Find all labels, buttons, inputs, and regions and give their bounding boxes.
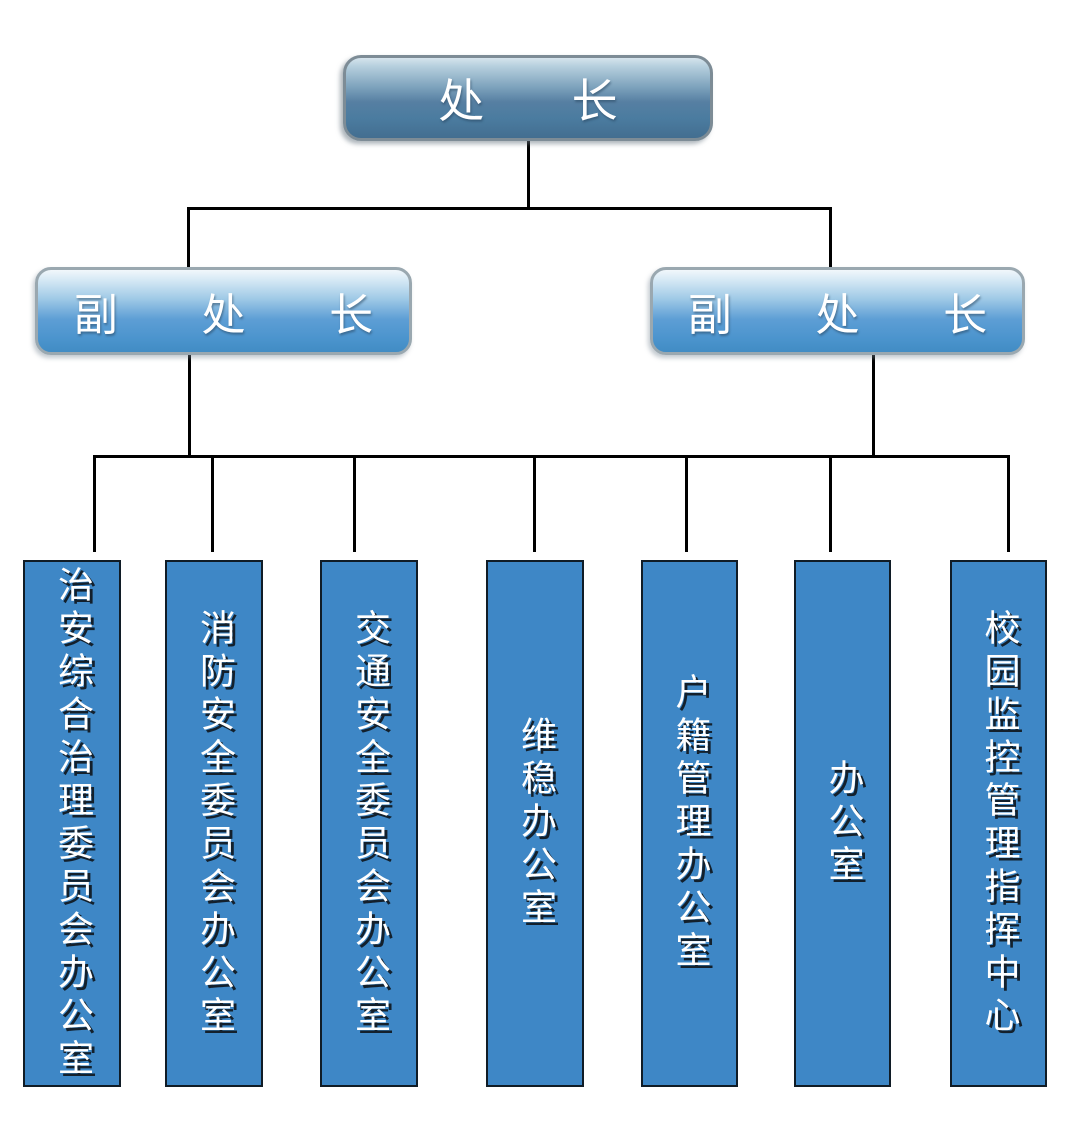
deputy-director-label: 副 处 长 [73, 290, 393, 341]
org-node-fire-safety-committee-office: 消防安全委员会办公室 [165, 560, 263, 1087]
org-node-general-office: 办公室 [794, 560, 891, 1087]
connector-line [829, 455, 832, 552]
connector-line [527, 141, 530, 207]
connector-line [872, 355, 875, 456]
director-label: 处 长 [438, 74, 639, 128]
connector-line [829, 207, 832, 267]
connector-line [188, 355, 191, 456]
org-node-director: 处 长 [343, 55, 713, 141]
deputy-director-label: 副 处 长 [687, 290, 1007, 341]
org-node-traffic-safety-committee-office: 交通安全委员会办公室 [320, 560, 418, 1087]
connector-line [93, 455, 1010, 458]
department-label: 维稳办公室 [515, 716, 556, 931]
department-label: 消防安全委员会办公室 [194, 608, 235, 1039]
connector-line [93, 455, 96, 552]
department-label: 户籍管理办公室 [669, 673, 711, 974]
connector-line [187, 207, 190, 267]
org-node-household-registration-office: 户籍管理办公室 [641, 560, 738, 1087]
org-node-deputy-director-right: 副 处 长 [650, 267, 1025, 355]
connector-line [685, 455, 688, 552]
connector-line [187, 207, 832, 210]
org-node-public-security-comprehensive-management-office: 治安综合治理委员会办公室 [23, 560, 121, 1087]
connector-line [533, 455, 536, 552]
department-label: 办公室 [822, 759, 864, 888]
department-label: 校园监控管理指挥中心 [978, 608, 1020, 1039]
connector-line [1007, 455, 1010, 552]
org-node-campus-surveillance-command-center: 校园监控管理指挥中心 [950, 560, 1047, 1087]
connector-line [353, 455, 356, 552]
org-node-deputy-director-left: 副 处 长 [35, 267, 412, 355]
org-node-stability-maintenance-office: 维稳办公室 [486, 560, 584, 1087]
department-label: 治安综合治理委员会办公室 [52, 565, 93, 1082]
department-label: 交通安全委员会办公室 [349, 608, 390, 1039]
connector-line [211, 455, 214, 552]
